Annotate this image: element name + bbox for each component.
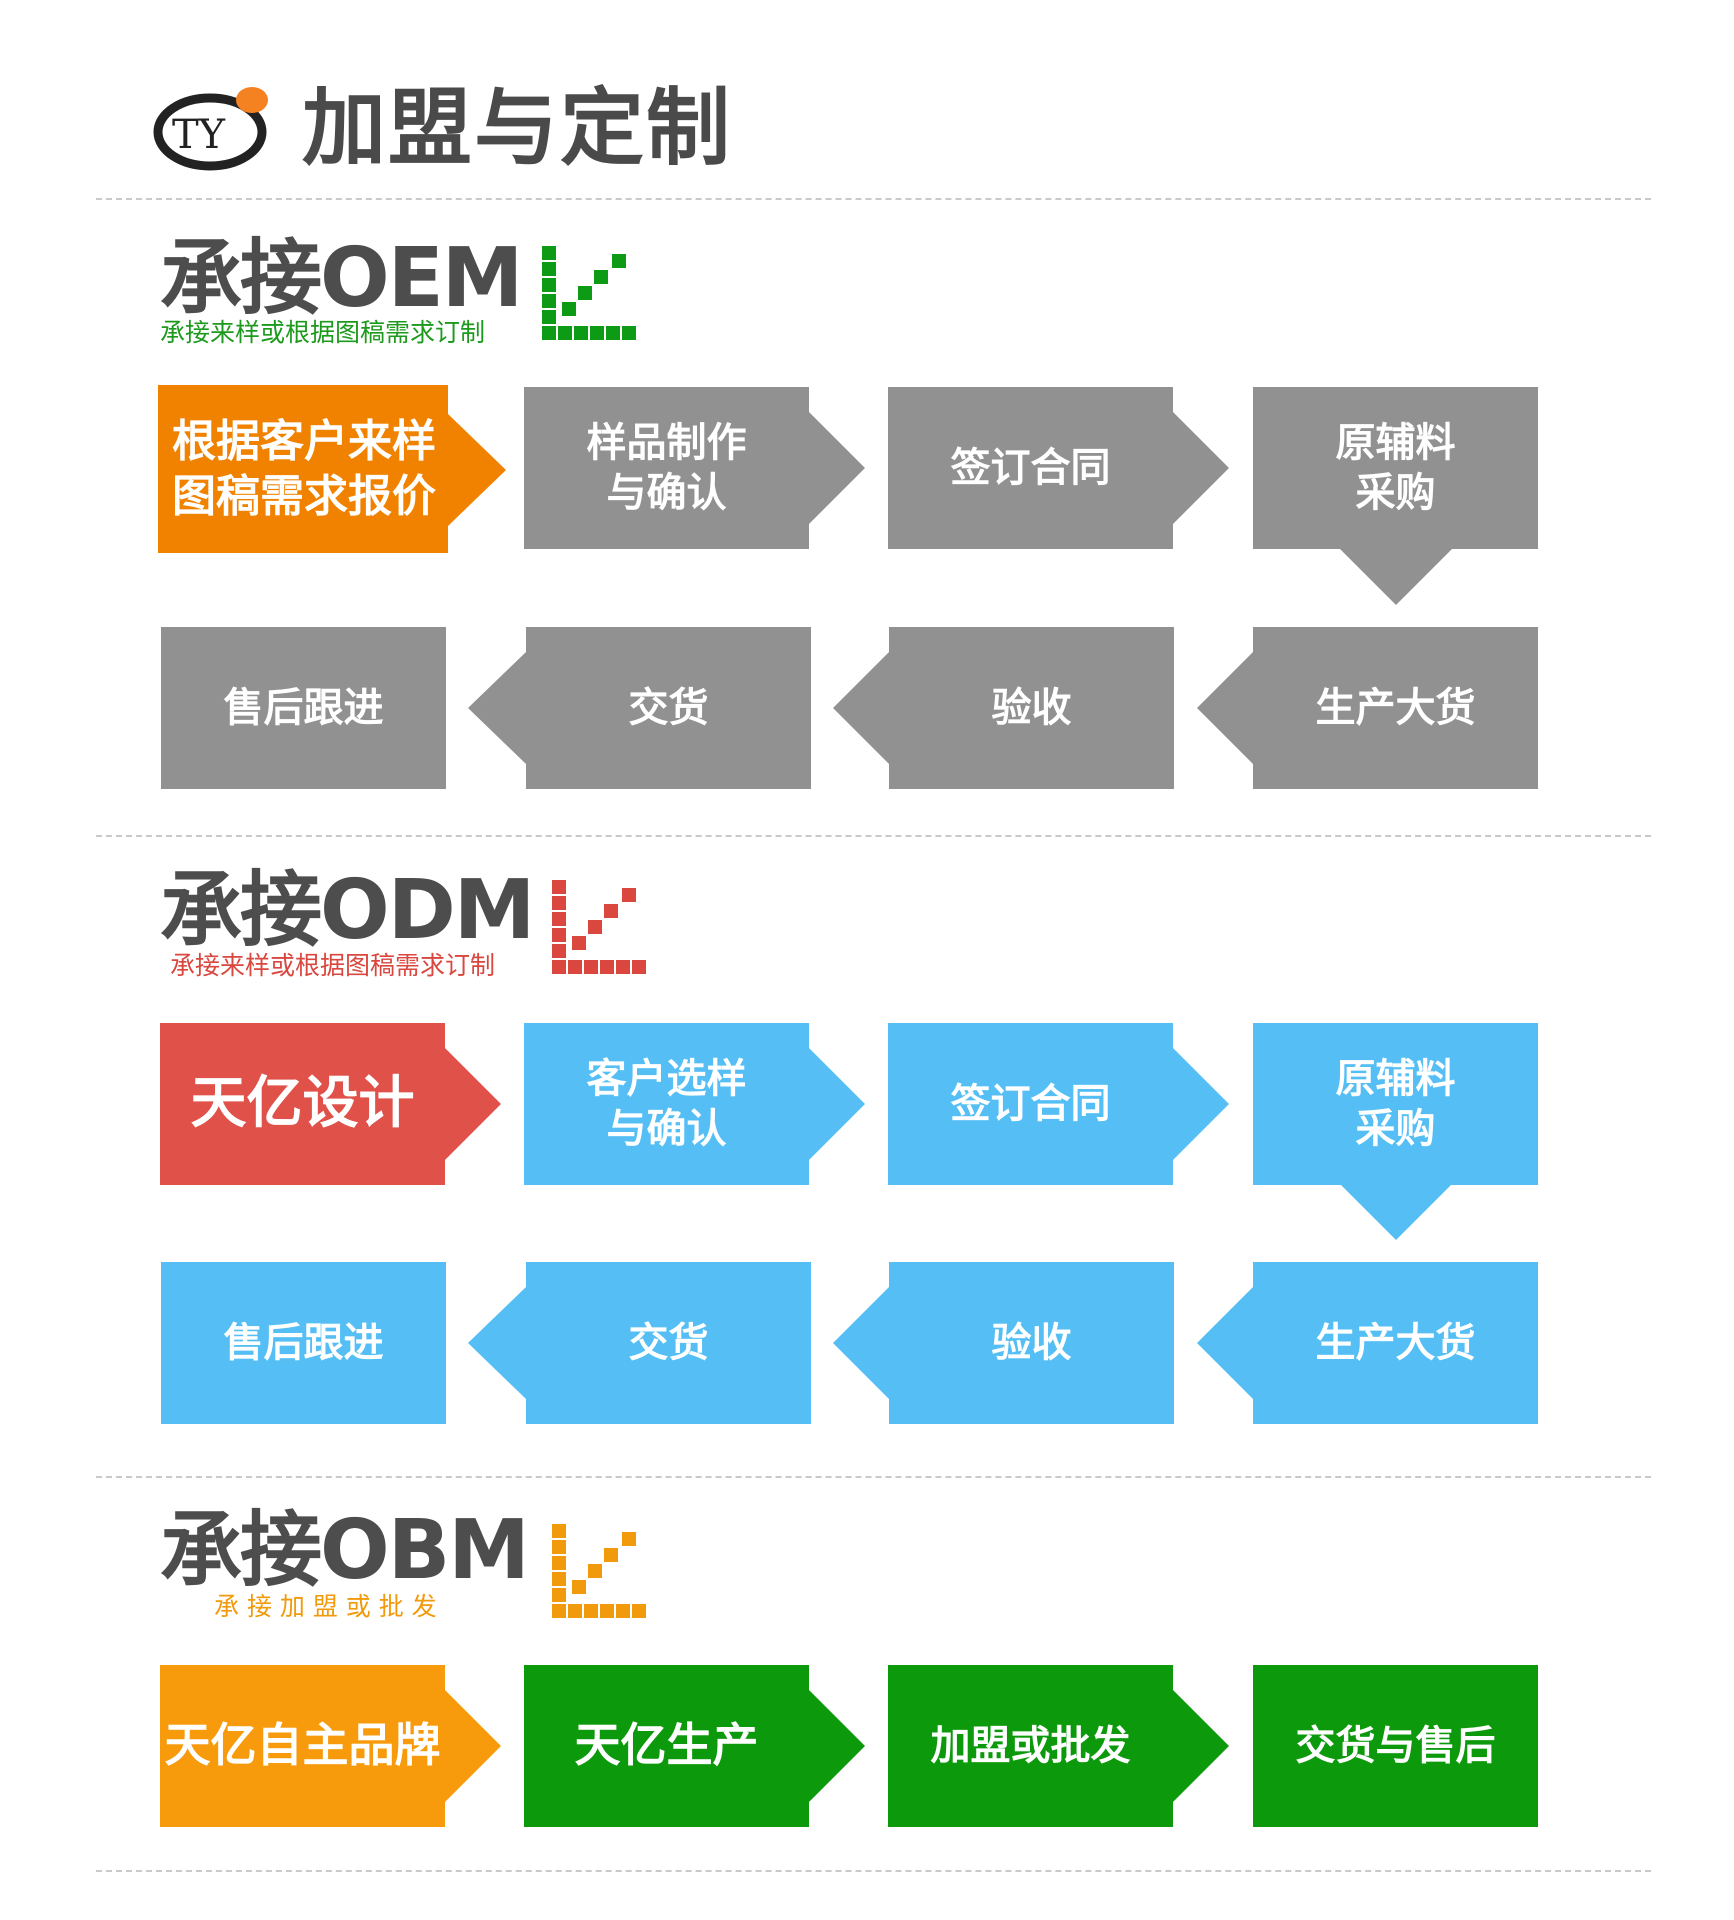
oem-step-delivery[interactable]: 交货 bbox=[526, 627, 811, 789]
obm-step-production[interactable]: 天亿生产 bbox=[524, 1665, 809, 1827]
arrow-left-icon bbox=[468, 652, 526, 764]
obm-section-title: 承接OBM bbox=[160, 1503, 530, 1598]
divider bbox=[96, 1870, 1651, 1872]
odm-step-materials[interactable]: 原辅料 采购 bbox=[1253, 1023, 1538, 1185]
arrow-left-icon bbox=[833, 652, 889, 764]
obm-step-franchise[interactable]: 加盟或批发 bbox=[888, 1665, 1173, 1827]
arrow-down-icon bbox=[1340, 549, 1452, 605]
brand-logo: TY bbox=[153, 87, 268, 171]
arrow-left-icon bbox=[468, 1287, 526, 1399]
page-title: 加盟与定制 bbox=[302, 79, 733, 177]
odm-step-contract[interactable]: 签订合同 bbox=[888, 1023, 1173, 1185]
arrow-right-icon bbox=[809, 1048, 865, 1160]
arrow-right-icon bbox=[809, 1690, 865, 1802]
oem-step-aftersales[interactable]: 售后跟进 bbox=[161, 627, 446, 789]
growth-chart-icon bbox=[552, 1524, 646, 1618]
arrow-right-icon bbox=[445, 1690, 501, 1802]
divider bbox=[96, 1476, 1651, 1478]
arrow-down-icon bbox=[1340, 1184, 1452, 1240]
oem-step-sample[interactable]: 样品制作 与确认 bbox=[524, 387, 809, 549]
arrow-left-icon bbox=[833, 1287, 889, 1399]
oem-step-production[interactable]: 生产大货 bbox=[1253, 627, 1538, 789]
logo-text: TY bbox=[172, 112, 226, 158]
arrow-right-icon bbox=[1173, 412, 1229, 524]
oem-step-quote[interactable]: 根据客户来样 图稿需求报价 bbox=[158, 385, 448, 553]
obm-step-delivery[interactable]: 交货与售后 bbox=[1253, 1665, 1538, 1827]
odm-section-title: 承接ODM bbox=[160, 863, 535, 958]
arrow-left-icon bbox=[1197, 652, 1253, 764]
oem-section-subtitle: 承接来样或根据图稿需求订制 bbox=[160, 318, 486, 347]
odm-step-inspection[interactable]: 验收 bbox=[889, 1262, 1174, 1424]
odm-step-aftersales[interactable]: 售后跟进 bbox=[161, 1262, 446, 1424]
arrow-right-icon bbox=[809, 412, 865, 524]
obm-section-subtitle: 承 接 加 盟 或 批 发 bbox=[214, 1592, 437, 1621]
arrow-right-icon bbox=[1173, 1048, 1229, 1160]
odm-section-subtitle: 承接来样或根据图稿需求订制 bbox=[170, 951, 496, 980]
growth-chart-icon bbox=[542, 246, 636, 340]
odm-step-delivery[interactable]: 交货 bbox=[526, 1262, 811, 1424]
oem-section-title: 承接OEM bbox=[160, 231, 523, 326]
arrow-right-icon bbox=[445, 1048, 501, 1160]
arrow-right-icon bbox=[448, 414, 506, 526]
divider bbox=[96, 198, 1651, 200]
odm-step-selection[interactable]: 客户选样 与确认 bbox=[524, 1023, 809, 1185]
arrow-left-icon bbox=[1197, 1287, 1253, 1399]
obm-step-brand[interactable]: 天亿自主品牌 bbox=[160, 1665, 445, 1827]
divider bbox=[96, 835, 1651, 837]
odm-step-design[interactable]: 天亿设计 bbox=[160, 1023, 445, 1185]
oem-step-contract[interactable]: 签订合同 bbox=[888, 387, 1173, 549]
odm-step-production[interactable]: 生产大货 bbox=[1253, 1262, 1538, 1424]
oem-step-inspection[interactable]: 验收 bbox=[889, 627, 1174, 789]
arrow-right-icon bbox=[1173, 1690, 1229, 1802]
growth-chart-icon bbox=[552, 880, 646, 974]
oem-step-materials[interactable]: 原辅料 采购 bbox=[1253, 387, 1538, 549]
